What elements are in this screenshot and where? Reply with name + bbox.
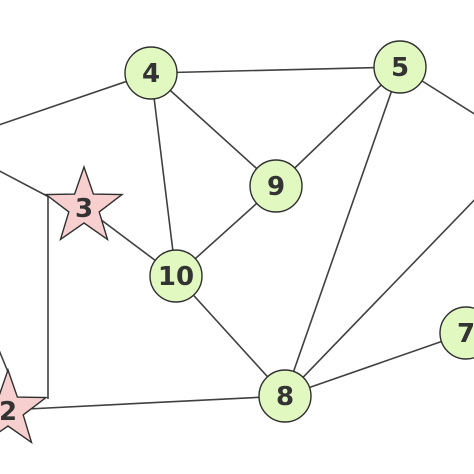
edge-8-2 [7,395,286,411]
edge-4-offscreen-left [0,72,152,126]
node-9[interactable]: 9 [249,159,303,213]
node-5[interactable]: 5 [373,40,427,94]
edge-10-8 [175,275,286,397]
circle-node-shape[interactable] [258,369,312,423]
edge-4-10 [150,72,177,277]
star-node-shape[interactable] [0,367,49,445]
node-4[interactable]: 4 [124,46,178,100]
node-3[interactable]: 3 [43,164,125,242]
circle-node-shape[interactable] [124,46,178,100]
edge-2-offscreen-top [0,350,9,373]
edge-4-5 [150,66,401,74]
edge-3-offscreen-left [0,170,50,198]
circle-node-shape[interactable] [149,249,203,303]
edge-8-offscreen-right [284,199,474,397]
node-8[interactable]: 8 [258,369,312,423]
node-2[interactable]: 2 [0,367,49,445]
circle-node-shape[interactable] [249,159,303,213]
circle-node-shape[interactable] [439,306,474,360]
edge-5-8 [284,66,401,397]
edge-8-7 [284,332,467,397]
node-10[interactable]: 10 [149,249,203,303]
star-node-shape[interactable] [43,164,125,242]
nodes-layer: 4 5 9 3 10 7 8 2 [0,40,474,445]
node-7[interactable]: 7 [439,306,474,360]
edge-4-9 [150,72,277,187]
circle-node-shape[interactable] [373,40,427,94]
edge-5-9 [275,66,401,187]
edges-layer [0,66,474,411]
